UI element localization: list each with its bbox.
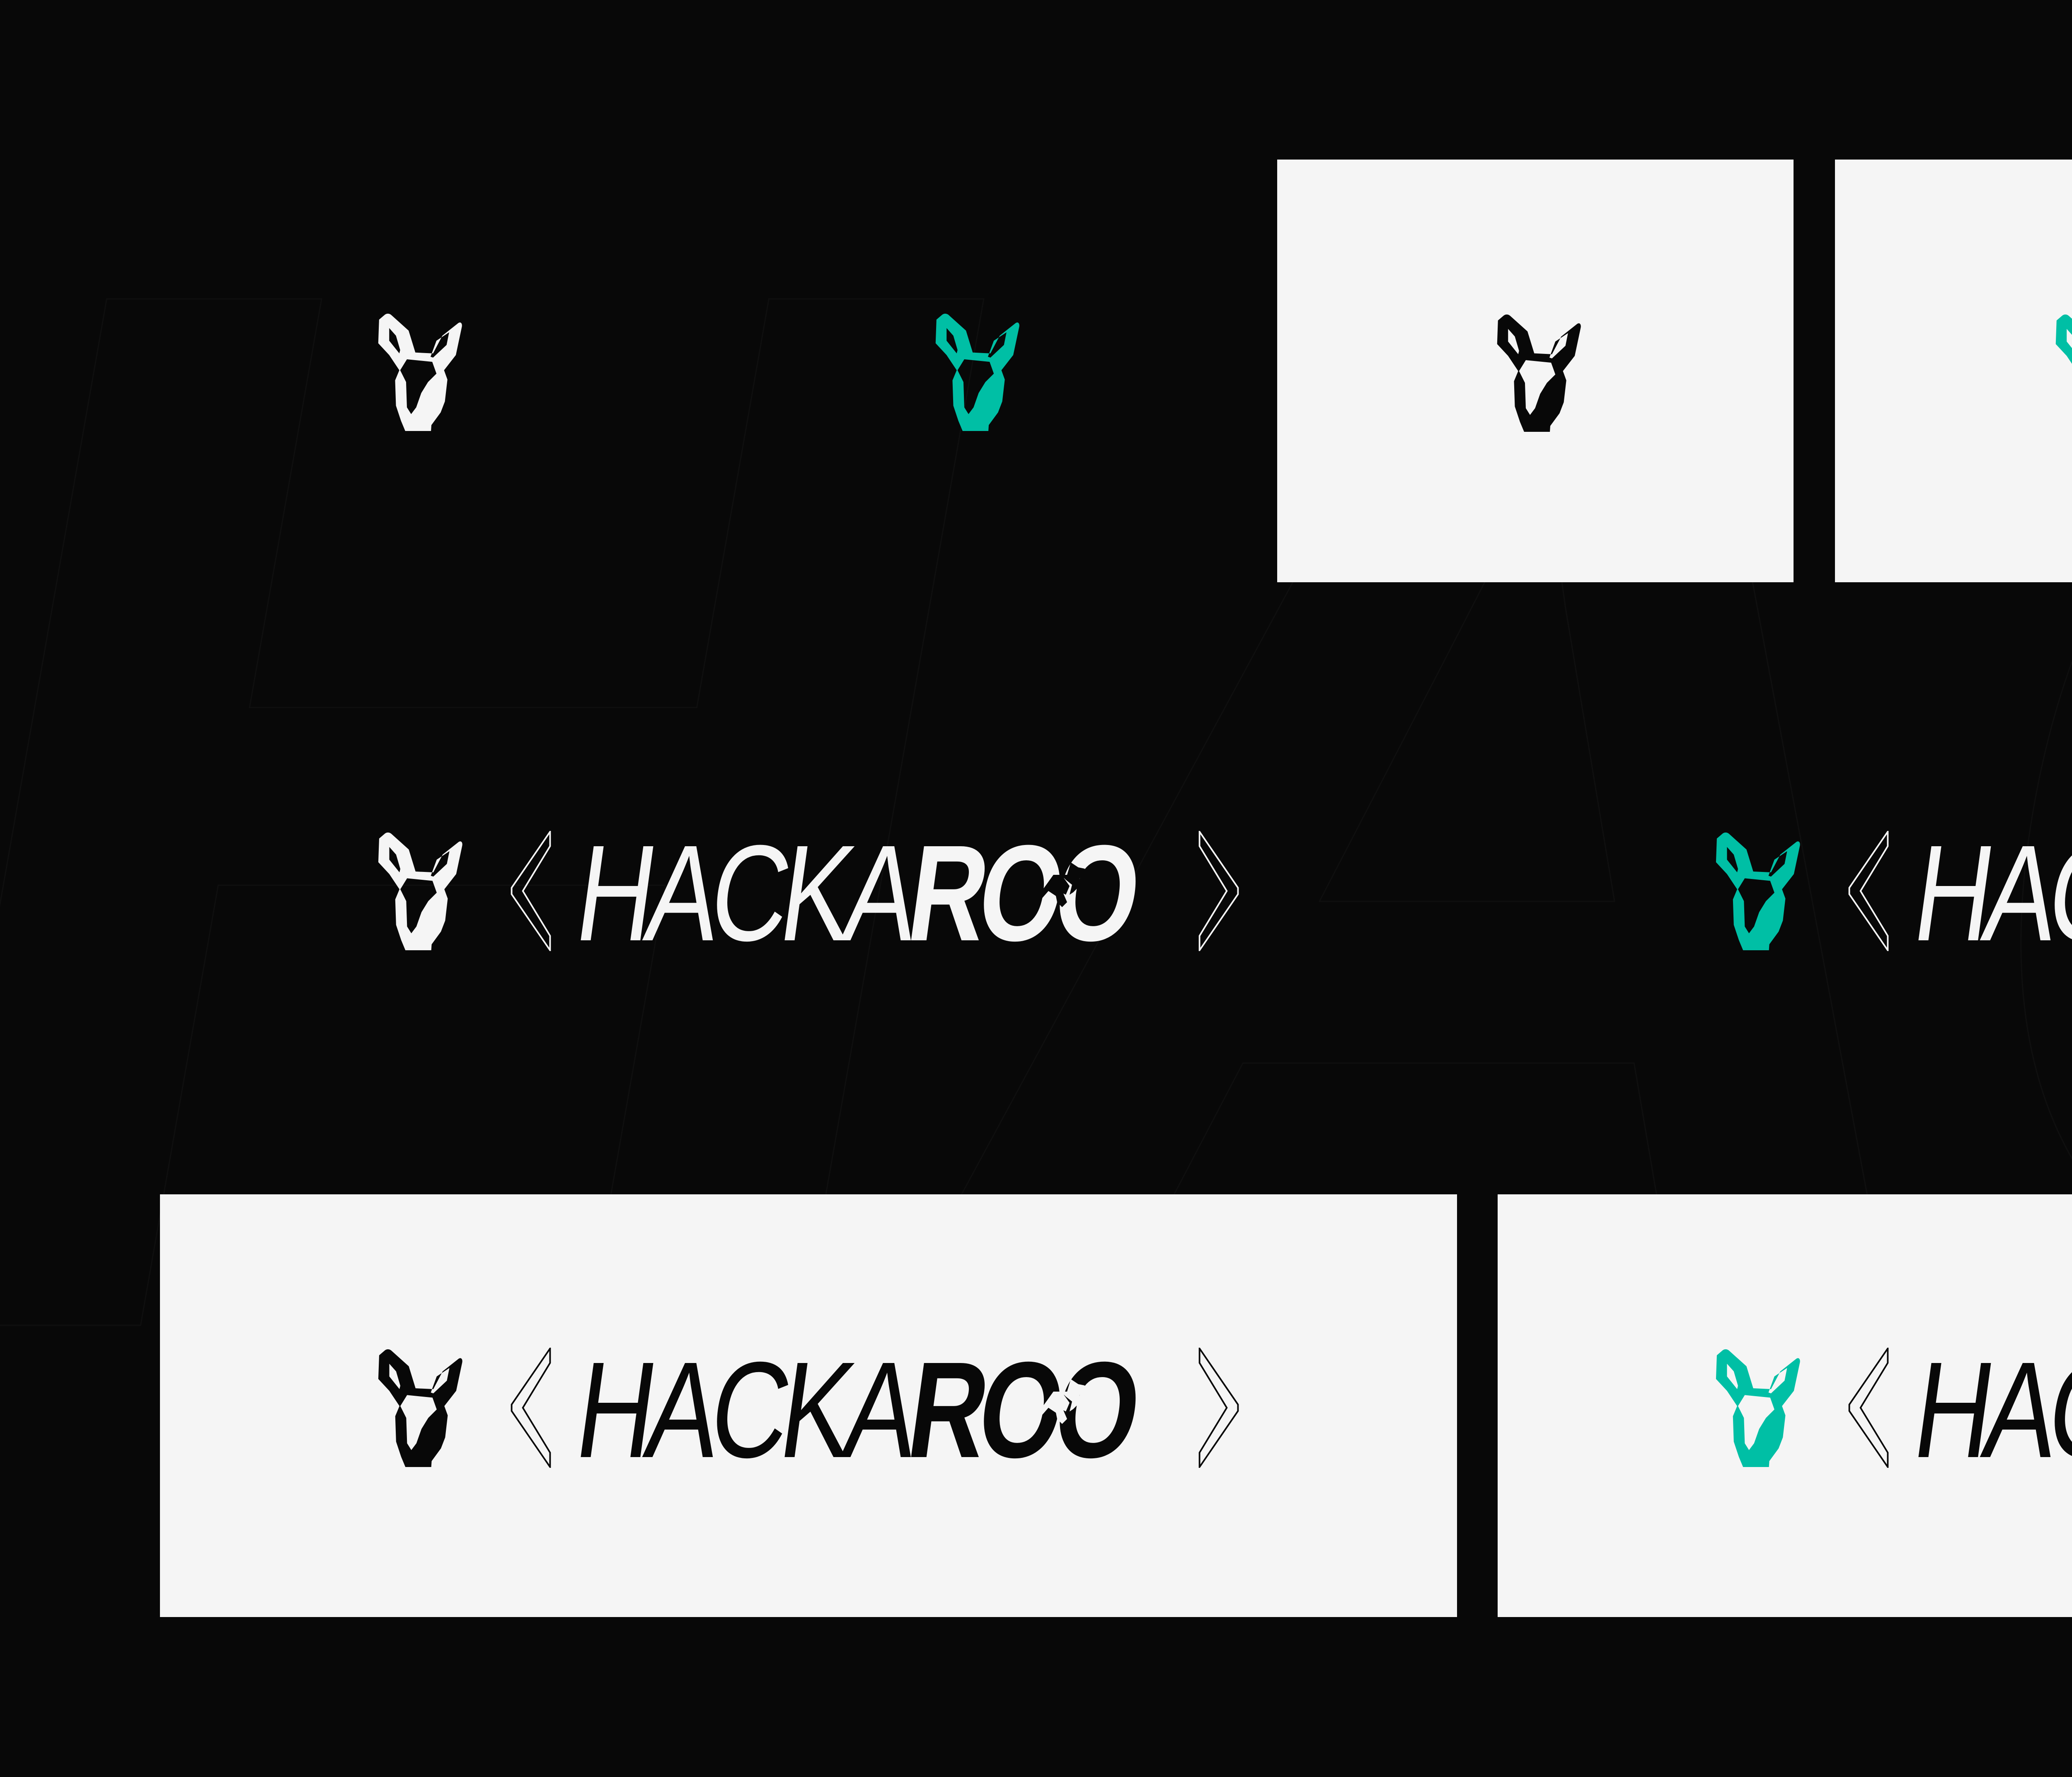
kangaroo-head-icon [373,832,467,950]
jumping-kangaroo-icon [1026,858,1088,912]
brand-name-roo: ROO [900,1333,1143,1486]
brand-name-hacka: HACKA [1905,816,2072,969]
brand-name-hacka: HACKA [568,816,921,969]
kangaroo-head-icon [373,1348,467,1467]
wordmark-teal-on-light: HACKAROO [1711,1333,2072,1486]
logo-mark-teal-on-dark [930,313,1024,431]
logo-mark-black-on-light [1492,314,1585,432]
brand-name-hacka: HACKA [568,1333,921,1486]
angle-bracket-left-icon [1825,1348,1912,1468]
wordmark-white-on-dark: HACKAROO [373,816,1262,969]
logo-mark-teal-on-light [2050,314,2072,432]
wordmark-teal-on-dark: HACKAROO [1711,816,2072,969]
angle-bracket-right-icon [1175,831,1262,951]
kangaroo-head-icon [1711,1348,1804,1467]
kangaroo-head-icon [373,313,466,431]
kangaroo-head-icon [2050,314,2072,432]
panel-mark-black-on-light [1277,160,1794,582]
wordmark-black-on-light: HACKAROO [373,1333,1262,1486]
kangaroo-head-icon [930,313,1024,431]
logo-mark-white-on-dark [373,313,466,431]
angle-bracket-left-icon [1825,831,1912,951]
kangaroo-head-icon [1711,832,1804,950]
brand-name-roo: ROO [900,816,1143,969]
jumping-kangaroo-icon [1026,1375,1088,1428]
panel-mark-teal-on-light [1835,160,2072,582]
angle-bracket-left-icon [487,831,574,951]
kangaroo-head-icon [1492,314,1585,432]
angle-bracket-left-icon [487,1348,574,1468]
panel-wordmark-black-on-light: HACKAROO [160,1194,1457,1617]
brand-name-hacka: HACKA [1905,1333,2072,1486]
angle-bracket-right-icon [1175,1348,1262,1468]
panel-wordmark-teal-on-light: HACKAROO [1498,1194,2072,1617]
